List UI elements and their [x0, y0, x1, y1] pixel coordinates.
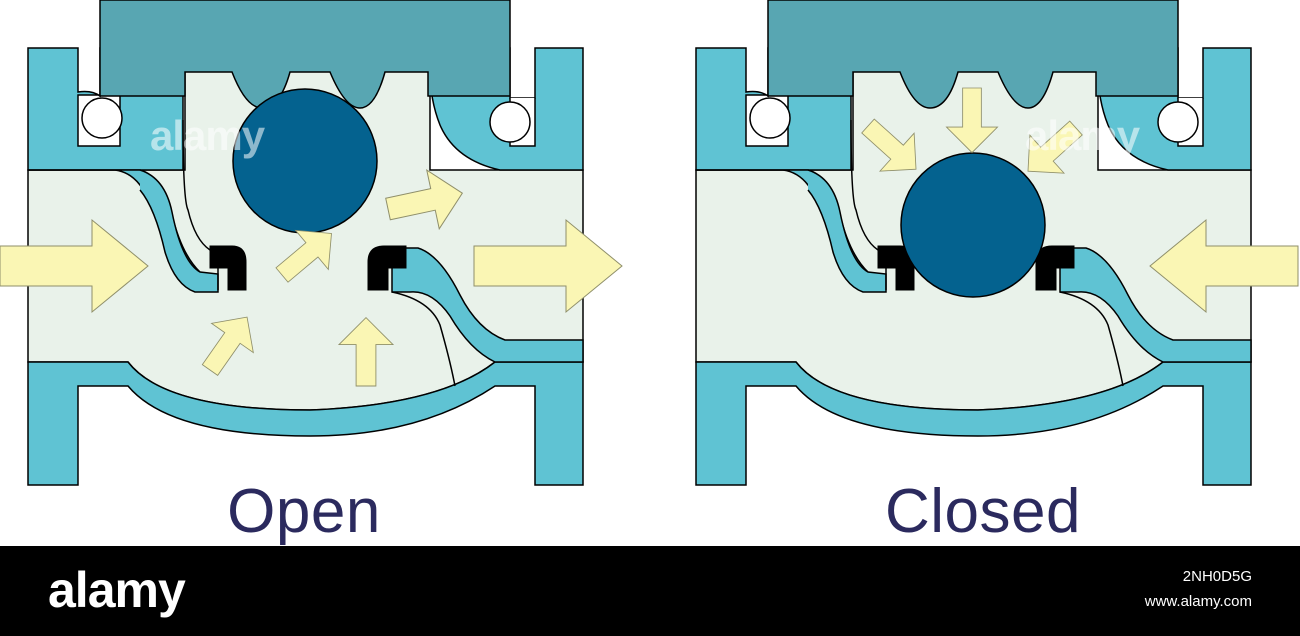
closed-valve-panel	[695, 0, 1299, 486]
ball	[900, 152, 1046, 298]
alamy-logo: alamy	[48, 562, 186, 618]
open-label: Open	[227, 477, 381, 546]
image-info: 2NH0D5G www.alamy.com	[1145, 564, 1252, 614]
closed-label: Closed	[885, 477, 1081, 546]
check-valve-diagram	[0, 0, 1299, 486]
open-valve-panel	[0, 0, 623, 486]
image-id: 2NH0D5G	[1182, 568, 1252, 585]
stock-footer-bar: alamy 2NH0D5G www.alamy.com	[0, 546, 1300, 636]
site-url: www.alamy.com	[1144, 593, 1252, 610]
ball	[232, 88, 378, 234]
